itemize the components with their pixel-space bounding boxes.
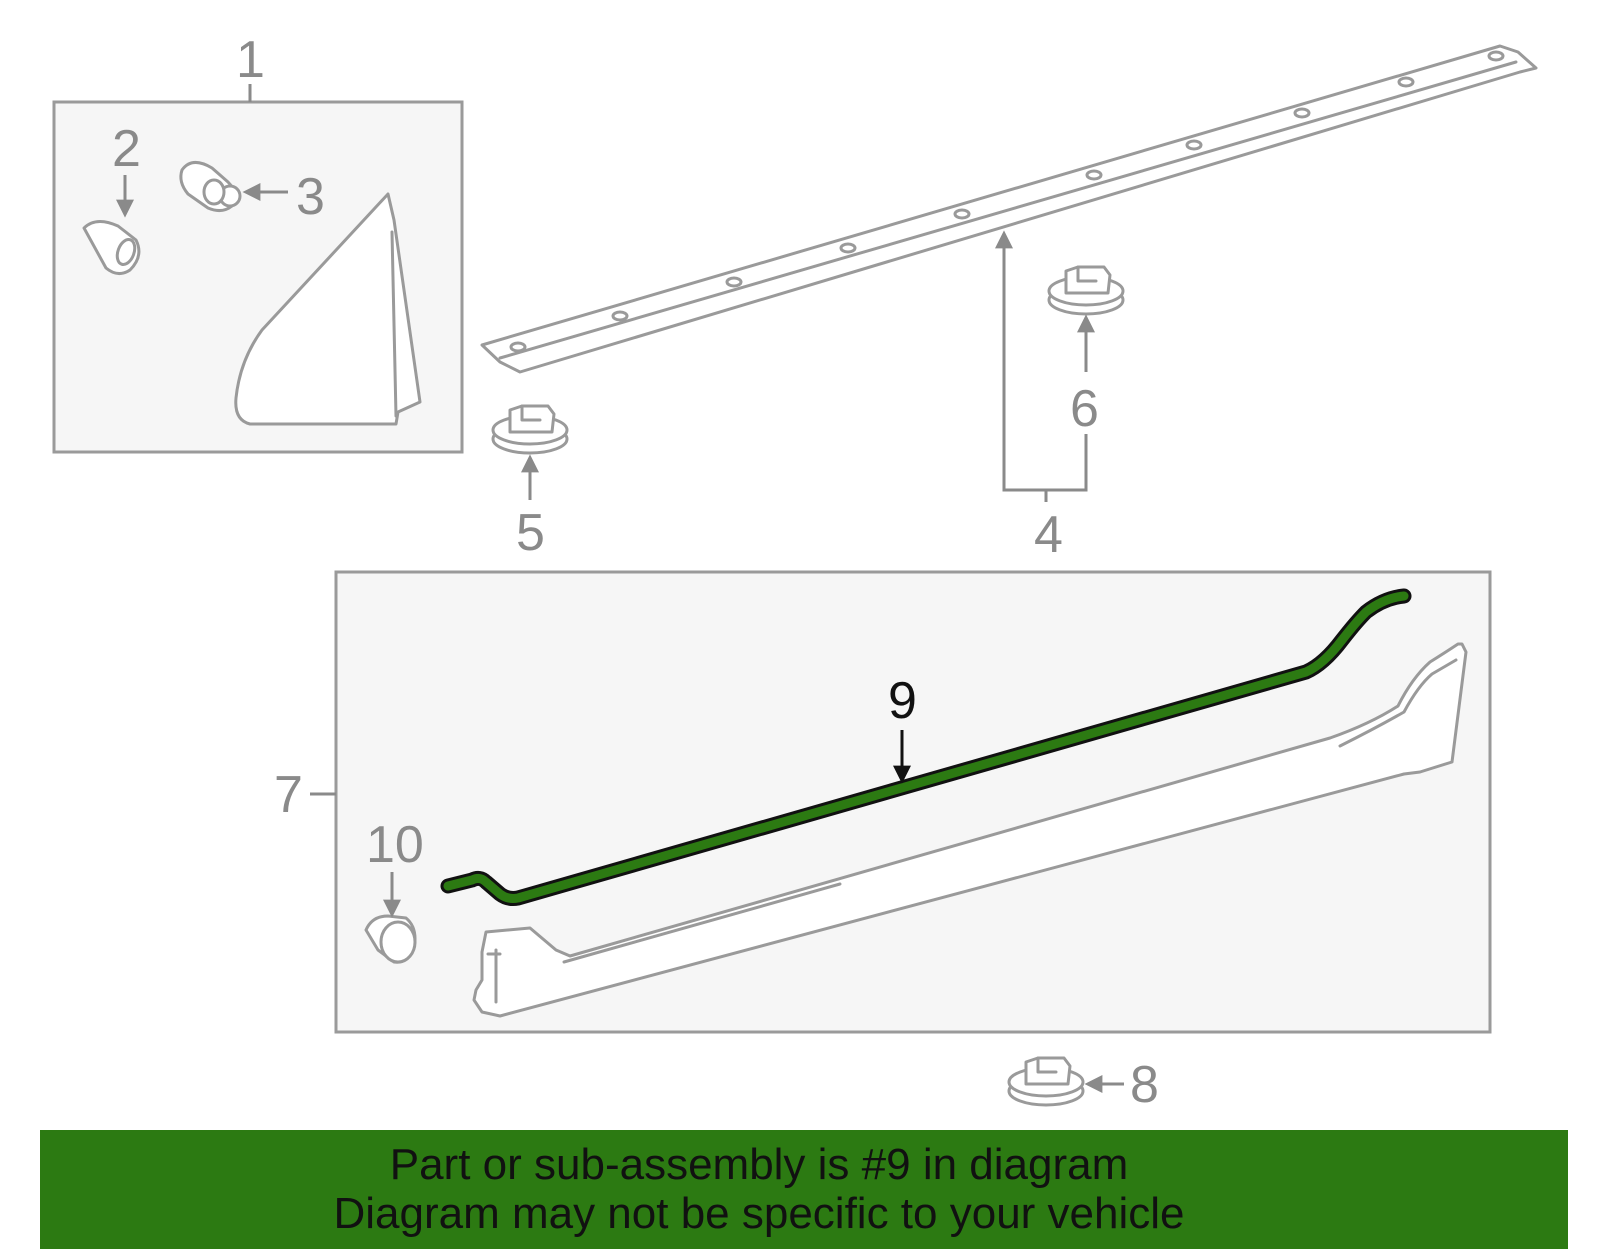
info-banner: Part or sub-assembly is #9 in diagram Di… <box>40 1130 1568 1249</box>
callout-10: 10 <box>366 816 424 874</box>
callout-2: 2 <box>112 120 141 178</box>
callout-6: 6 <box>1070 380 1099 438</box>
clip-part-2 <box>82 220 141 275</box>
clip-part-10 <box>364 914 417 964</box>
rocker-panel-moulding <box>472 642 1468 1018</box>
callout-7: 7 <box>274 766 303 824</box>
nut-part-8 <box>1007 1056 1085 1107</box>
callout-9: 9 <box>888 672 917 730</box>
nut-part-6 <box>1047 265 1125 316</box>
clip-part-3 <box>179 161 242 213</box>
banner-line-2: Diagram may not be specific to your vehi… <box>333 1189 1185 1238</box>
callout-5: 5 <box>516 504 545 562</box>
callout-1: 1 <box>236 31 265 89</box>
banner-line-1: Part or sub-assembly is #9 in diagram <box>389 1140 1129 1189</box>
callout-4: 4 <box>1034 506 1063 564</box>
nut-part-5 <box>491 404 569 455</box>
pillar-garnish <box>234 192 422 426</box>
callout-3: 3 <box>296 168 325 226</box>
seal-part-9-highlighted <box>440 588 1412 906</box>
rail-holes <box>509 50 1505 353</box>
rocker-rail-part-4 <box>480 44 1538 374</box>
parts-diagram: 1 2 3 4 <box>52 31 1538 1114</box>
callout-8: 8 <box>1130 1056 1159 1114</box>
